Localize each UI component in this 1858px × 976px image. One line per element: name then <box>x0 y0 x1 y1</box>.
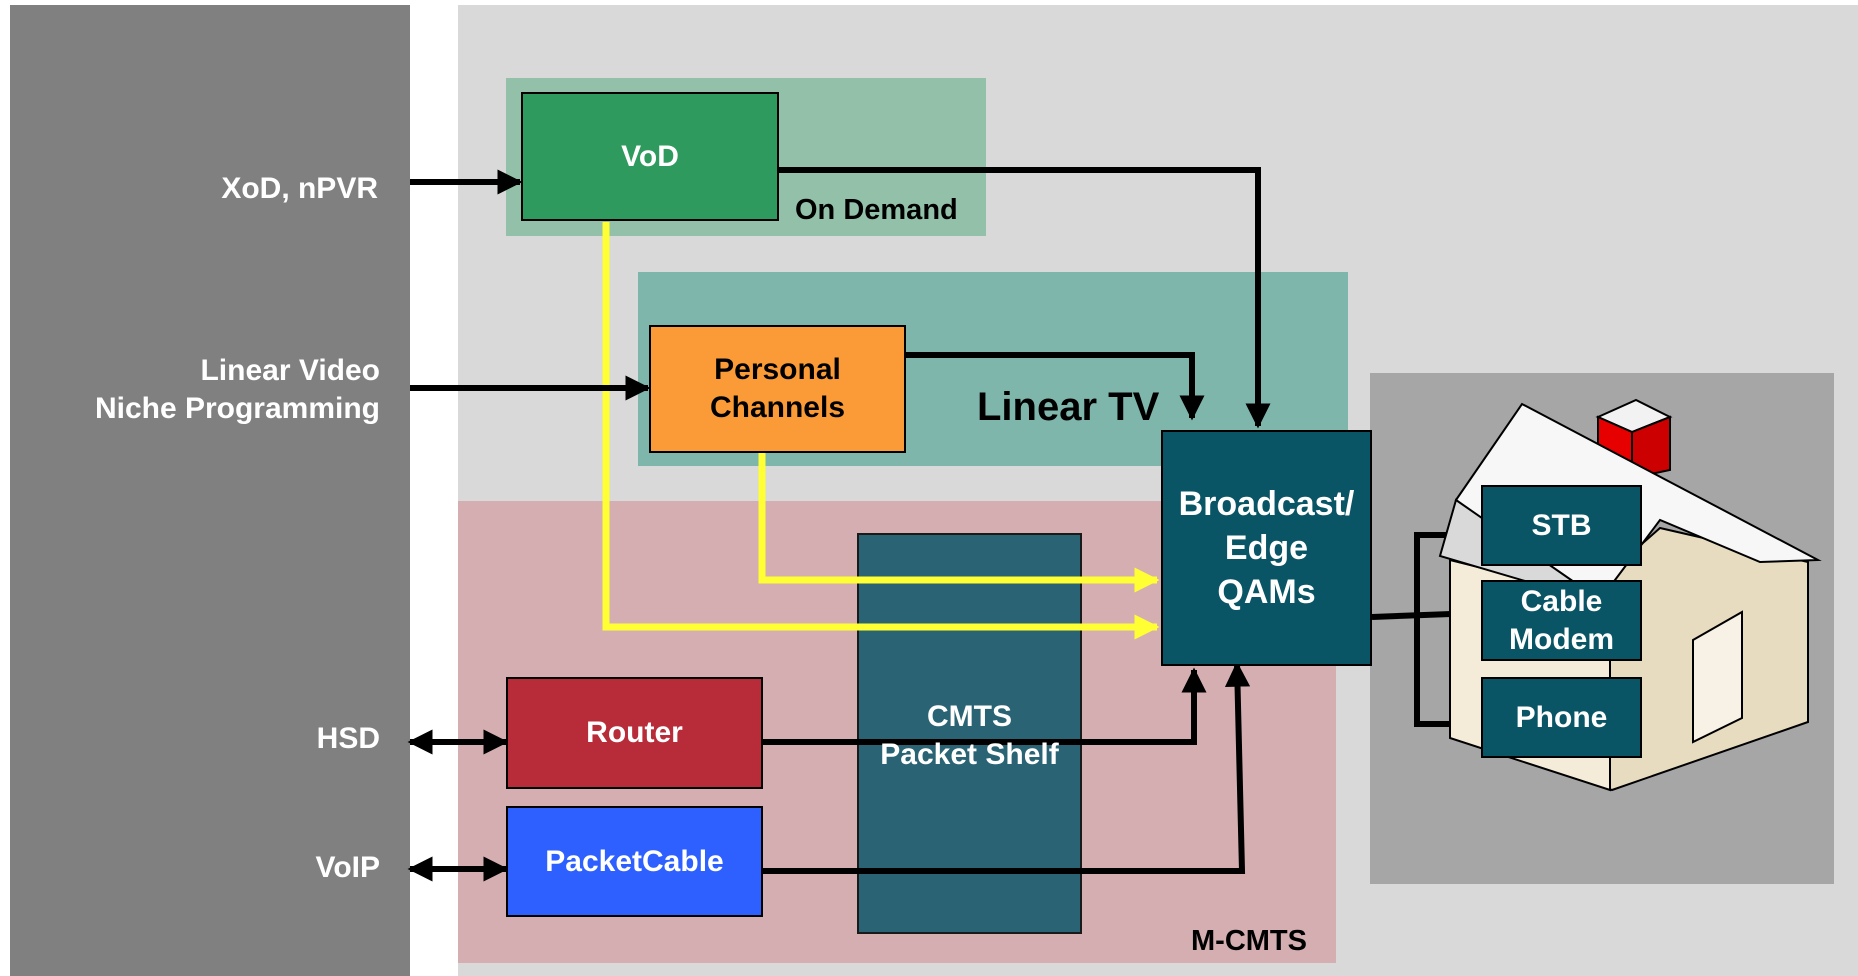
stb-block: STB <box>1481 485 1642 566</box>
broadcast-edge-qams-block: Broadcast/ Edge QAMs <box>1161 430 1372 666</box>
packet-shelf-label: Packet Shelf <box>880 738 1059 771</box>
cable-modem-block: Cable Modem <box>1481 580 1642 661</box>
voip-label: VoIP <box>315 851 380 884</box>
cmts-label: CMTS <box>927 700 1012 733</box>
vod-block: VoD <box>521 92 779 221</box>
xod-npvr-label: XoD, nPVR <box>221 172 378 205</box>
personal-label: Personal <box>714 353 841 386</box>
router-block: Router <box>506 677 763 789</box>
hsd-label: HSD <box>316 722 380 755</box>
on-demand-label: On Demand <box>795 194 958 226</box>
channels-label: Channels <box>709 391 846 424</box>
personal-channels-block: Personal Channels <box>649 325 906 453</box>
linear-video-label: Linear Video <box>200 354 380 387</box>
vod-yellow-path <box>602 222 1160 640</box>
cmts-packet-shelf-block <box>857 533 1082 934</box>
stb-label: STB <box>1531 508 1592 542</box>
broadcast-label: Broadcast/ <box>1178 485 1355 523</box>
personal-to-qam-arrow <box>905 352 1205 421</box>
phone-block: Phone <box>1481 677 1642 758</box>
edge-label: Edge <box>1224 529 1309 567</box>
phone-label: Phone <box>1515 700 1608 734</box>
packetcable-block: PacketCable <box>506 806 763 917</box>
vod-label: VoD <box>621 139 679 173</box>
mcmts-label: M-CMTS <box>1191 925 1307 957</box>
personal-yellow-path <box>758 452 1160 593</box>
cable-label: Cable <box>1520 584 1603 618</box>
left-source-panel <box>10 5 410 976</box>
vod-to-qam-arrow <box>778 167 1271 429</box>
packetcable-to-qam-arrow <box>762 661 1251 874</box>
modem-label: Modem <box>1509 622 1614 656</box>
router-label: Router <box>586 716 683 749</box>
qams-label: QAMs <box>1217 573 1316 611</box>
router-to-qam-arrow <box>762 667 1207 745</box>
linear-tv-label: Linear TV <box>977 385 1160 429</box>
niche-programming-label: Niche Programming <box>94 392 380 425</box>
packetcable-label: PacketCable <box>545 844 724 878</box>
